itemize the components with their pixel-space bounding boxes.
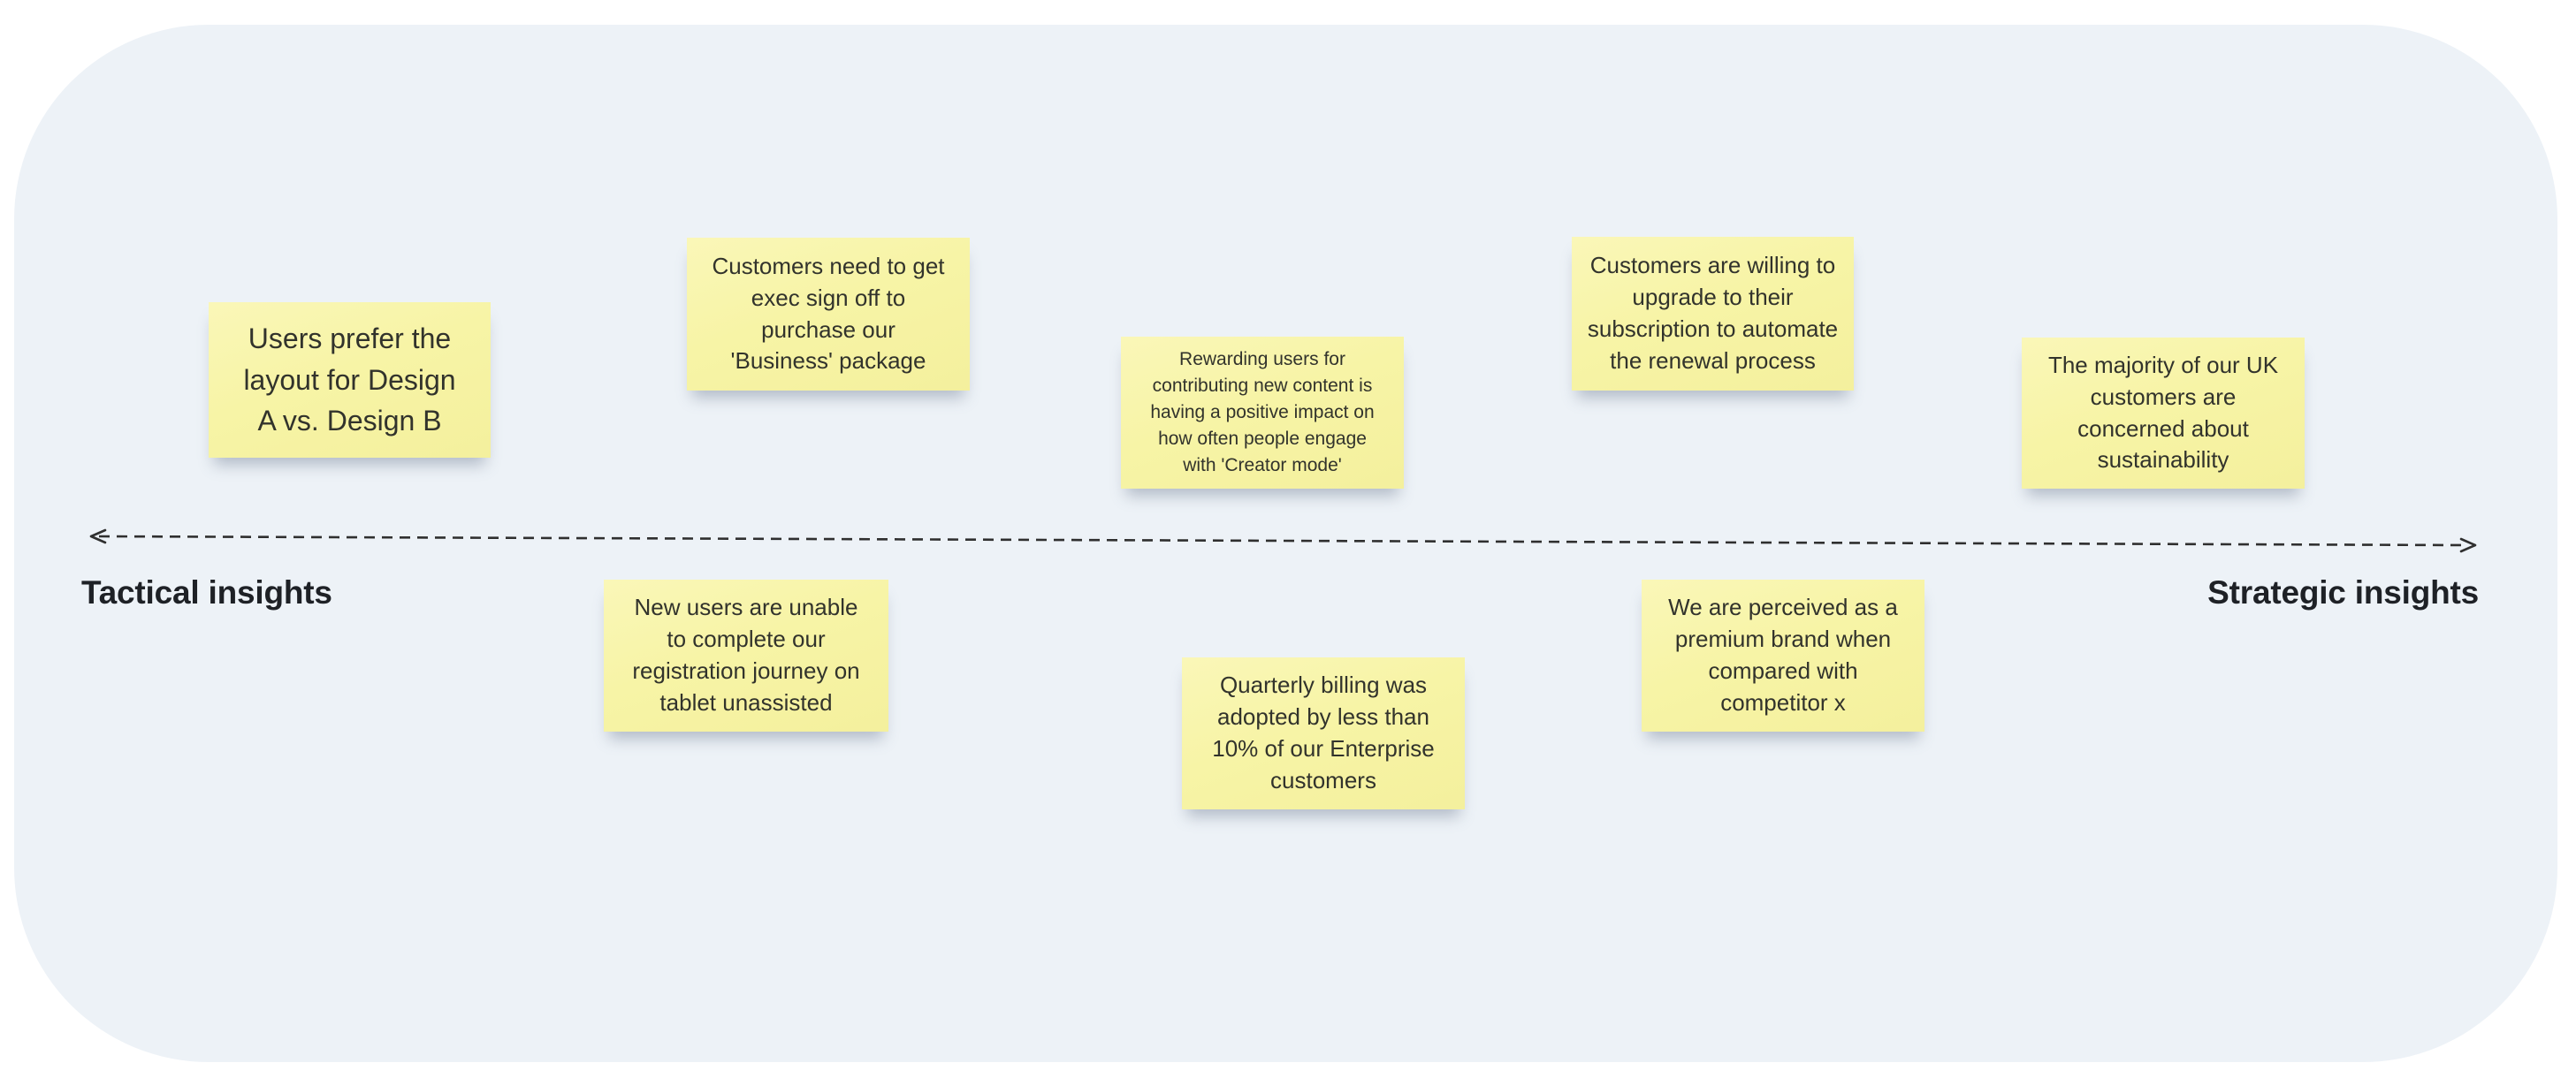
sticky-note-premium-brand[interactable]: We are perceived as a premium brand when… xyxy=(1642,580,1924,732)
sticky-note-uk-sustainability[interactable]: The majority of our UK customers are con… xyxy=(2022,338,2305,489)
sticky-note-text: Customers need to get exec sign off to p… xyxy=(712,252,945,375)
sticky-note-text: We are perceived as a premium brand when… xyxy=(1668,594,1898,716)
axis-label-tactical-insights[interactable]: Tactical insights xyxy=(81,574,332,611)
sticky-note-text: Customers are willing to upgrade to thei… xyxy=(1587,252,1839,374)
sticky-note-text: Rewarding users for contributing new con… xyxy=(1150,349,1375,475)
sticky-note-quarterly-billing[interactable]: Quarterly billing was adopted by less th… xyxy=(1182,657,1465,809)
sticky-note-rewarding-users[interactable]: Rewarding users for contributing new con… xyxy=(1121,337,1404,489)
sticky-note-upgrade-subscription[interactable]: Customers are willing to upgrade to thei… xyxy=(1572,237,1854,391)
sticky-note-text: Users prefer the layout for Design A vs.… xyxy=(243,323,456,437)
sticky-note-text: Quarterly billing was adopted by less th… xyxy=(1212,672,1435,793)
sticky-note-registration-journey[interactable]: New users are unable to complete our reg… xyxy=(604,580,888,732)
axis-label-strategic-insights[interactable]: Strategic insights xyxy=(2207,574,2479,611)
whiteboard-canvas xyxy=(14,25,2557,1062)
sticky-note-text: New users are unable to complete our reg… xyxy=(632,594,860,716)
sticky-note-exec-sign-off[interactable]: Customers need to get exec sign off to p… xyxy=(687,238,970,391)
sticky-note-text: The majority of our UK customers are con… xyxy=(2047,351,2279,474)
sticky-note-users-prefer-design-a[interactable]: Users prefer the layout for Design A vs.… xyxy=(209,302,491,458)
